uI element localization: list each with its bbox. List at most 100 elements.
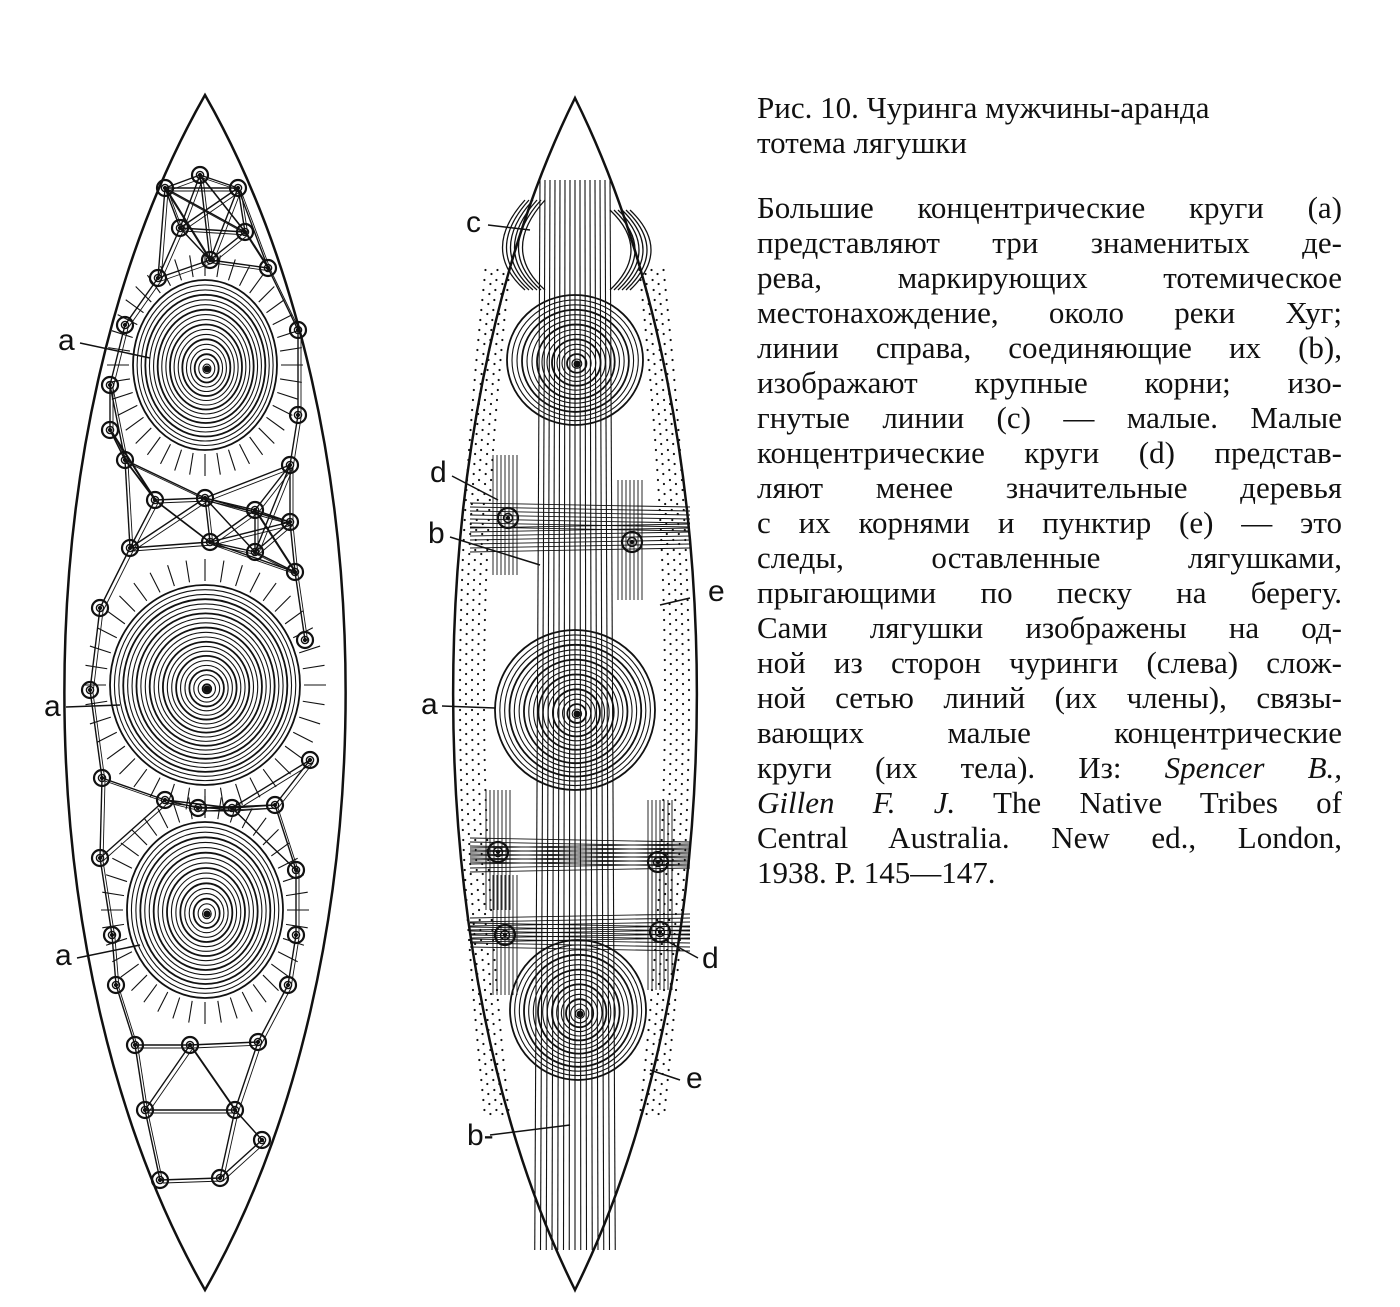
small-circle-node: [102, 925, 122, 945]
network-line: [234, 807, 279, 812]
trail-dot: [471, 748, 474, 752]
network-line: [129, 497, 206, 549]
concentric-ring: [188, 669, 225, 708]
small-circle-node: [278, 975, 298, 995]
radiating-stroke: [135, 286, 152, 303]
trail-dot: [496, 332, 499, 336]
node-center-dot: [252, 507, 258, 513]
radiating-stroke: [262, 768, 277, 788]
trail-dot: [678, 938, 682, 942]
caption-reference-line-2: Gillen F. J. The Native Tribes of: [757, 785, 1342, 820]
caption-title: Рис. 10. Чуринга мужчины-аранда тотема л…: [757, 90, 1342, 160]
trail-dot: [503, 1068, 506, 1072]
trail-dot: [685, 558, 688, 562]
network-line: [254, 464, 291, 553]
trail-dot: [489, 282, 492, 286]
network-line: [212, 262, 272, 272]
trail-dot: [499, 302, 502, 306]
trail-dot: [478, 602, 481, 606]
label-right-e-bottom: e: [686, 1062, 703, 1095]
trail-dot: [676, 892, 679, 896]
radiating-stroke: [274, 758, 291, 775]
trail-dot: [480, 438, 483, 442]
radiating-stroke: [96, 731, 118, 743]
trail-dot: [675, 758, 678, 762]
trail-dot: [663, 688, 667, 692]
trail-dot: [677, 532, 680, 536]
node-outer-ring: [228, 178, 248, 198]
small-circle-node: [245, 542, 265, 562]
trail-dot: [655, 1012, 658, 1016]
trail-dot: [478, 328, 481, 332]
small-circle-node: [135, 1100, 155, 1120]
trail-dot: [465, 762, 468, 766]
trail-dot: [687, 748, 690, 752]
ring-center-dot: [573, 360, 581, 368]
node-inner-ring: [185, 1040, 195, 1050]
trail-dot: [483, 758, 486, 762]
trail-dot: [664, 502, 667, 506]
trail-dot: [686, 788, 689, 792]
trail-dot: [469, 428, 472, 432]
radiating-stroke: [89, 716, 112, 725]
node-center-dot: [99, 775, 105, 781]
node-center-dot: [87, 687, 93, 693]
concentric-ring: [531, 319, 620, 404]
trail-dot: [670, 422, 673, 426]
node-center-dot: [287, 462, 293, 468]
radiating-stroke: [125, 416, 144, 431]
node-inner-ring: [97, 773, 107, 783]
network-line: [164, 174, 201, 189]
trail-dot: [669, 622, 672, 626]
radiating-stroke: [108, 347, 131, 352]
trail-dot: [471, 758, 474, 762]
trail-dot: [652, 1042, 655, 1046]
trail-dot: [682, 888, 685, 892]
node-outer-ring: [285, 562, 305, 582]
trail-dot: [481, 958, 484, 962]
trail-dot: [467, 458, 470, 462]
node-center-dot: [242, 229, 248, 235]
node-inner-ring: [233, 183, 243, 193]
concentric-ring: [140, 617, 271, 756]
trail-dot: [673, 378, 676, 382]
trail-dot: [466, 582, 470, 586]
node-center-dot: [195, 805, 201, 811]
trail-dot: [484, 998, 487, 1002]
trail-dot: [473, 462, 476, 466]
concentric-ring: [169, 323, 243, 411]
trail-dot: [498, 368, 501, 372]
trail-dot: [657, 898, 660, 902]
trail-dot: [645, 282, 648, 286]
radiating-stroke: [249, 777, 261, 798]
trail-dot: [663, 678, 667, 682]
trail-dot: [481, 872, 484, 876]
network-line: [179, 227, 246, 233]
node-center-dot: [202, 495, 208, 501]
trail-dot: [458, 718, 462, 722]
trail-dot: [663, 408, 666, 412]
concentric-ring: [197, 903, 216, 924]
trail-dot: [481, 362, 484, 366]
trail-dot: [668, 468, 671, 472]
radiating-stroke: [112, 857, 133, 869]
caption-body-line: Большие концентрические круги (a): [757, 190, 1342, 225]
radiating-stroke: [106, 745, 126, 760]
trail-dot: [682, 498, 685, 502]
node-outer-ring: [245, 542, 265, 562]
concentric-ring: [122, 598, 289, 773]
trail-dot: [472, 472, 475, 476]
trail-dot: [649, 1072, 652, 1076]
trail-dot: [646, 1038, 649, 1042]
network-line: [204, 464, 291, 499]
small-circle-node: [222, 798, 242, 818]
trail-dot: [679, 562, 682, 566]
node-inner-ring: [293, 325, 303, 335]
node-outer-ring: [80, 680, 100, 700]
concentric-ring: [516, 304, 635, 417]
trail-dot: [662, 608, 665, 612]
concentric-ring: [171, 650, 242, 725]
trail-dot: [669, 732, 672, 736]
trail-dot: [469, 532, 472, 536]
trail-dot: [687, 668, 691, 672]
